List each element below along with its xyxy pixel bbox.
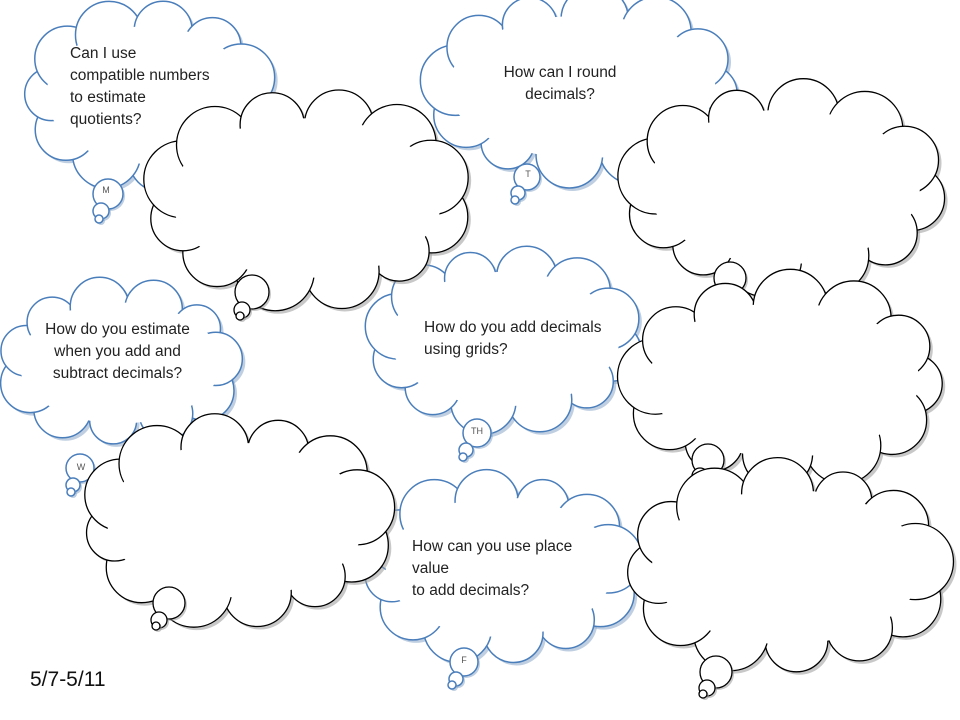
answer-cloud-wednesday (84, 413, 398, 631)
question-cloud-thursday-tail (458, 418, 493, 463)
question-cloud-tuesday (419, 0, 741, 191)
day-tag-tuesday: T (525, 169, 531, 179)
answer-cloud-thursday (616, 268, 946, 492)
answer-cloud-friday-tail (698, 655, 734, 700)
day-tag-thursday: TH (471, 426, 483, 436)
question-monday: Can I use compatible numbers to estimate… (70, 45, 210, 128)
question-cloud-tuesday-tail (510, 163, 542, 206)
day-tag-wednesday: W (76, 462, 86, 472)
answer-cloud-monday-tail (233, 274, 271, 322)
day-tag-friday: F (461, 655, 467, 665)
question-cloud-friday-tail (447, 647, 480, 691)
question-wednesday: How do you estimate when you add and sub… (45, 321, 190, 382)
question-cloud-monday-tail (92, 178, 125, 225)
date-range: 5/7-5/11 (30, 668, 106, 691)
question-tuesday: How can I round decimals? (503, 64, 617, 103)
question-cloud-wednesday (0, 276, 246, 447)
answer-cloud-monday (143, 89, 472, 314)
day-tag-monday: M (102, 185, 110, 195)
answer-cloud-tuesday (617, 78, 948, 300)
answer-cloud-friday (627, 457, 957, 675)
question-friday: How can you use place value to add decim… (412, 538, 573, 599)
answer-cloud-wednesday-tail (150, 586, 187, 632)
question-thursday: How do you add decimals using grids? (424, 319, 602, 358)
question-cloud-thursday (364, 245, 645, 438)
